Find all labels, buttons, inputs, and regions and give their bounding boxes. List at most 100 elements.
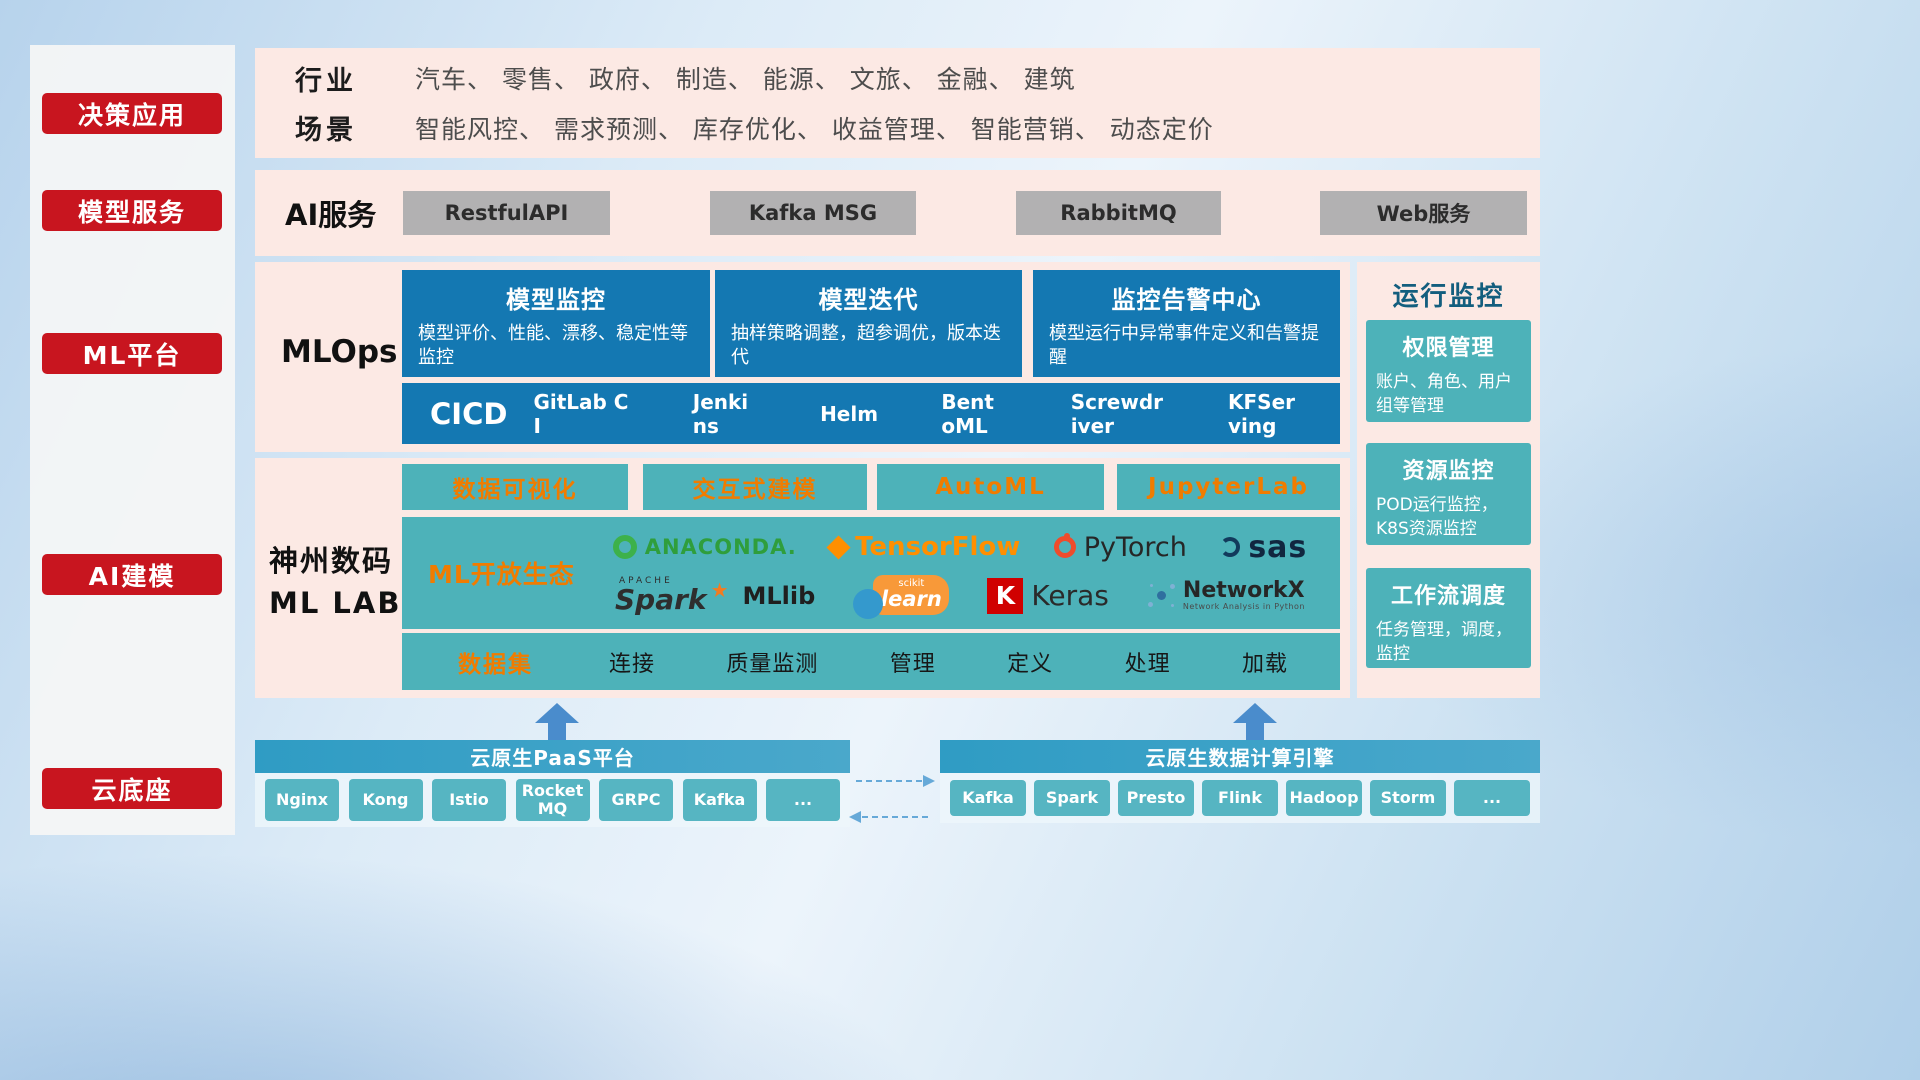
tool-jenkins: Jenkins bbox=[692, 389, 749, 438]
paas-platform-header: 云原生PaaS平台 bbox=[255, 740, 850, 773]
cicd-label: CICD bbox=[430, 396, 508, 431]
dataset-connect: 连接 bbox=[609, 651, 656, 677]
paas-platform-strip: Nginx Kong Istio RocketMQ GRPC Kafka ... bbox=[255, 773, 850, 827]
tensorflow-logo: TensorFlow bbox=[826, 532, 1020, 562]
arrow-stem bbox=[1246, 723, 1264, 740]
industry-label: 行业 bbox=[295, 65, 357, 97]
sas-wordmark: sas bbox=[1248, 529, 1308, 565]
tool-screwdriver: Screwdriver bbox=[1070, 389, 1164, 438]
workflow-scheduling-card: 工作流调度 任务管理，调度，监控 bbox=[1366, 568, 1531, 668]
runtime-monitoring-panel: 运行监控 权限管理 账户、角色、用户组等管理 资源监控 POD运行监控，K8S资… bbox=[1357, 262, 1540, 698]
cicd-bar: CICD GitLab CI Jenkins Helm BentoML Scre… bbox=[402, 383, 1340, 444]
ai-service-label: AI服务 bbox=[285, 198, 377, 232]
engine-chip-presto: Presto bbox=[1118, 780, 1194, 816]
apache-label: APACHE bbox=[619, 575, 673, 586]
arrow-head bbox=[535, 703, 579, 723]
tensorflow-icon bbox=[826, 534, 851, 560]
dashed-arrow-left bbox=[849, 811, 928, 823]
dataset-items: 连接 质量监测 管理 定义 处理 加载 bbox=[533, 646, 1340, 678]
alert-center-card: 监控告警中心 模型运行中异常事件定义和告警提醒 bbox=[1033, 270, 1340, 377]
anaconda-ring-icon bbox=[612, 535, 637, 559]
category-ml-platform: ML平台 bbox=[42, 333, 222, 374]
ecosystem-logo-row-2: APACHE Spark MLlib scikit learn bbox=[596, 574, 1324, 619]
networkx-subtitle: Network Analysis in Python bbox=[1182, 602, 1305, 612]
pytorch-flame-icon bbox=[1053, 533, 1076, 558]
up-arrow-paas bbox=[535, 703, 579, 740]
card-desc: 模型评价、性能、漂移、稳定性等监控 bbox=[418, 323, 688, 369]
paas-chip-more: ... bbox=[766, 779, 840, 821]
card-title: 资源监控 bbox=[1402, 459, 1495, 484]
sas-logo: sas bbox=[1220, 530, 1307, 565]
ai-service-panel: AI服务 RestfulAPI Kafka MSG RabbitMQ Web服务 bbox=[255, 170, 1540, 256]
pytorch-logo: PyTorch bbox=[1053, 531, 1187, 563]
model-monitoring-card: 模型监控 模型评价、性能、漂移、稳定性等监控 bbox=[402, 270, 710, 377]
anaconda-wordmark: ANACONDA. bbox=[644, 535, 797, 559]
keras-logo: K Keras bbox=[987, 577, 1109, 614]
resource-monitoring-card: 资源监控 POD运行监控，K8S资源监控 bbox=[1366, 443, 1531, 545]
arrow-head bbox=[1233, 703, 1277, 723]
cicd-tools: GitLab CI Jenkins Helm BentoML Screwdriv… bbox=[533, 390, 1340, 438]
tool-interactive-modeling: 交互式建模 bbox=[643, 464, 867, 510]
model-iteration-card: 模型迭代 抽样策略调整，超参调优，版本迭代 bbox=[715, 270, 1022, 377]
service-kafka-msg: Kafka MSG bbox=[710, 191, 916, 235]
left-category-rail: 决策应用 模型服务 ML平台 AI建模 云底座 bbox=[30, 45, 235, 835]
tool-bentoml: BentoML bbox=[941, 389, 994, 438]
mllab-org-name: 神州数码 bbox=[269, 544, 394, 578]
tool-data-visualization: 数据可视化 bbox=[402, 464, 628, 510]
ecosystem-logos: ANACONDA. TensorFlow PyTorch sas bbox=[596, 530, 1340, 619]
card-title: 监控告警中心 bbox=[1111, 286, 1262, 314]
dashed-arrow-right bbox=[856, 775, 935, 787]
data-engine-strip: Kafka Spark Presto Flink Hadoop Storm ..… bbox=[940, 773, 1540, 823]
engine-chip-hadoop: Hadoop bbox=[1286, 780, 1362, 816]
dataset-manage: 管理 bbox=[889, 651, 936, 677]
anaconda-logo: ANACONDA. bbox=[612, 535, 797, 559]
spark-wordmark: Spark bbox=[615, 582, 707, 616]
card-title: 模型监控 bbox=[506, 286, 606, 314]
ecosystem-logo-row-1: ANACONDA. TensorFlow PyTorch sas bbox=[596, 530, 1324, 565]
service-rabbitmq: RabbitMQ bbox=[1016, 191, 1221, 235]
paas-chip-istio: Istio bbox=[432, 779, 506, 821]
category-cloud-base: 云底座 bbox=[42, 768, 222, 809]
data-engine-header: 云原生数据计算引擎 bbox=[940, 740, 1540, 773]
spark-wordmark-stack: APACHE Spark bbox=[615, 575, 707, 616]
keras-wordmark: Keras bbox=[1031, 579, 1109, 612]
tool-gitlab-ci: GitLab CI bbox=[533, 389, 629, 438]
card-desc: 抽样策略调整，超参调优，版本迭代 bbox=[731, 323, 1001, 369]
paas-chip-kafka: Kafka bbox=[682, 779, 757, 821]
industry-scenario-panel: 行业 汽车、 零售、 政府、 制造、 能源、 文旅、 金融、 建筑 场景 智能风… bbox=[255, 48, 1540, 158]
scikit-learn-logo: scikit learn bbox=[853, 574, 950, 619]
up-arrow-engine bbox=[1233, 703, 1277, 740]
scenario-label: 场景 bbox=[295, 115, 357, 147]
mllab-product-name: ML LAB bbox=[269, 586, 402, 621]
mllab-panel: 神州数码 ML LAB 数据可视化 交互式建模 AutoML JupyterLa… bbox=[255, 458, 1350, 698]
dataset-label: 数据集 bbox=[458, 651, 533, 678]
service-web: Web服务 bbox=[1320, 191, 1527, 235]
scikit-learn-blob-icon: scikit learn bbox=[873, 574, 950, 615]
engine-chip-storm: Storm bbox=[1370, 780, 1446, 816]
card-desc: 任务管理，调度，监控 bbox=[1376, 620, 1512, 664]
keras-k-icon: K bbox=[987, 577, 1024, 614]
networkx-graph-icon bbox=[1147, 581, 1175, 609]
card-title: 权限管理 bbox=[1402, 336, 1495, 361]
tool-helm: Helm bbox=[820, 401, 879, 426]
category-model-service: 模型服务 bbox=[42, 190, 222, 231]
industry-list: 汽车、 零售、 政府、 制造、 能源、 文旅、 金融、 建筑 bbox=[415, 65, 1076, 95]
learn-label: learn bbox=[880, 587, 942, 611]
permission-mgmt-card: 权限管理 账户、角色、用户组等管理 bbox=[1366, 320, 1531, 422]
scenario-list: 智能风控、 需求预测、 库存优化、 收益管理、 智能营销、 动态定价 bbox=[415, 114, 1214, 144]
paas-chip-nginx: Nginx bbox=[265, 779, 339, 821]
card-desc: 账户、角色、用户组等管理 bbox=[1376, 372, 1512, 416]
ml-ecosystem-box: ML开放生态 ANACONDA. TensorFlow PyTorch bbox=[402, 517, 1340, 629]
service-restfulapi: RestfulAPI bbox=[403, 191, 610, 235]
pytorch-wordmark: PyTorch bbox=[1083, 531, 1187, 563]
engine-chip-kafka: Kafka bbox=[950, 780, 1026, 816]
runtime-monitoring-title: 运行监控 bbox=[1392, 282, 1505, 312]
dataset-quality: 质量监测 bbox=[726, 651, 819, 677]
networkx-wordmark-stack: NetworkX Network Analysis in Python bbox=[1182, 578, 1305, 612]
card-desc: 模型运行中异常事件定义和告警提醒 bbox=[1049, 323, 1319, 369]
mlops-label: MLOps bbox=[281, 334, 398, 370]
engine-chip-spark: Spark bbox=[1034, 780, 1110, 816]
sas-swoosh-icon bbox=[1220, 537, 1241, 557]
arrow-stem bbox=[548, 723, 566, 740]
